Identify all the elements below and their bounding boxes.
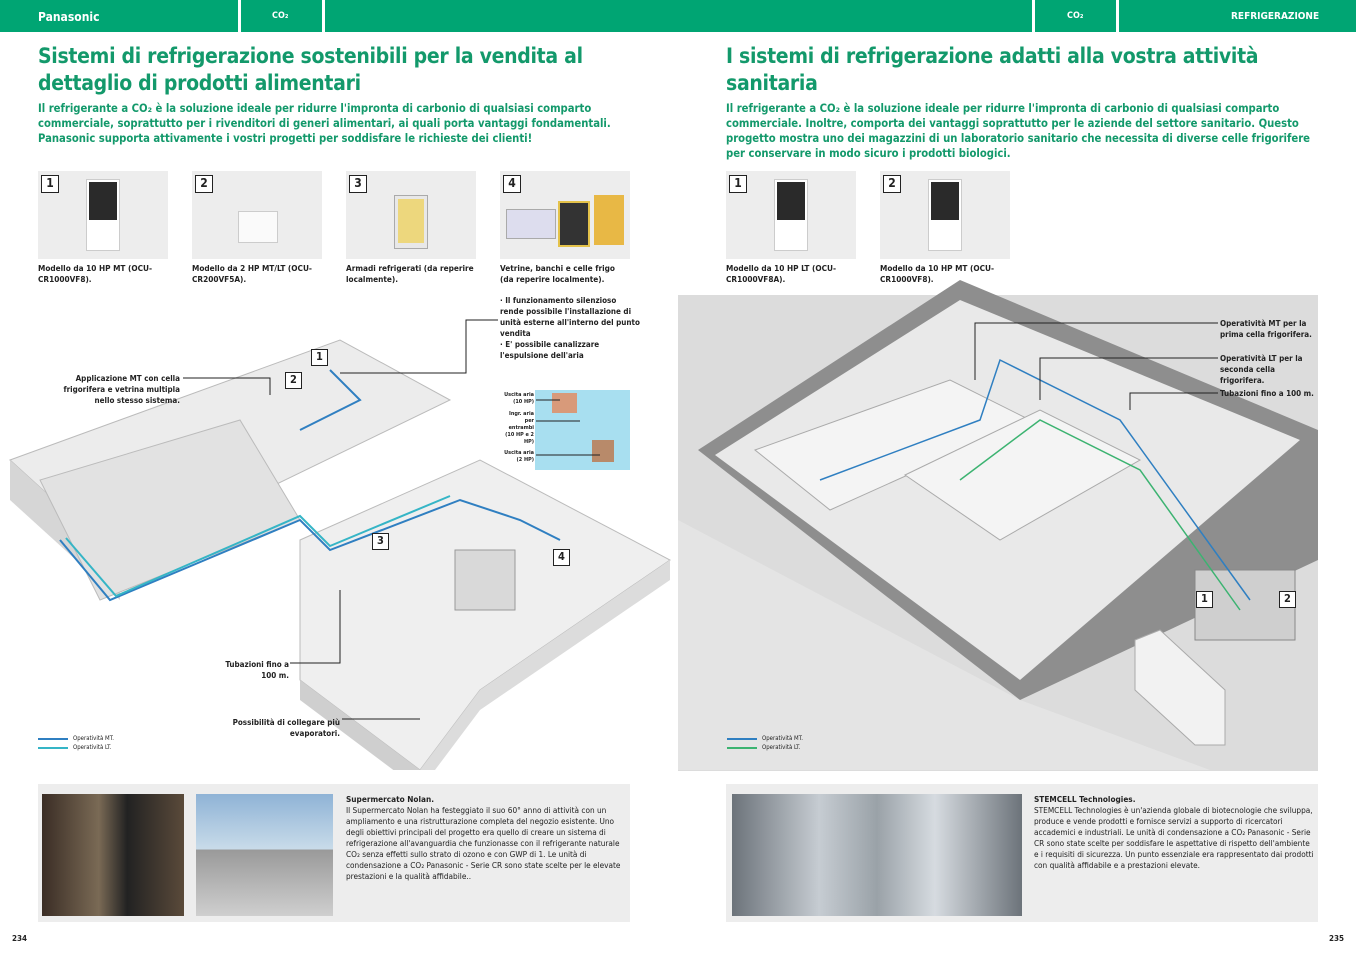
- legend-item-mt: Operatività MT.: [38, 734, 114, 743]
- product-card: 4: [500, 171, 630, 259]
- unit-box: [592, 440, 614, 462]
- co2-tag-left: CO₂: [272, 11, 289, 21]
- air-out-2hp-label: Uscita aria (2 HP): [504, 450, 534, 463]
- piping-note: Tubazioni fino a 100 m.: [1220, 389, 1314, 398]
- outdoor-unit-image: [774, 179, 808, 251]
- diagram-marker: 3: [372, 533, 389, 550]
- left-page-title: Sistemi di refrigerazione sostenibili pe…: [38, 44, 583, 95]
- header-divider: [1116, 0, 1119, 32]
- page-number: 235: [1329, 934, 1345, 943]
- header-bar: Panasonic CO₂ CO₂ REFRIGERAZIONE: [0, 0, 1356, 32]
- cold-room-lt: [904, 409, 1142, 541]
- cabinet-image: [394, 195, 428, 249]
- product-number: 1: [41, 175, 59, 193]
- diagram-marker: 1: [311, 349, 328, 366]
- outdoor-unit-photo: [196, 794, 333, 916]
- laboratory-diagram: [678, 280, 1318, 771]
- mt-operation-note: Operatività MT per la prima cella frigor…: [1220, 319, 1312, 339]
- mt-pipe: [299, 369, 362, 431]
- outdoor-unit-image: [928, 179, 962, 251]
- case-text: STEMCELL Technologies è un'azienda globa…: [1034, 805, 1314, 870]
- diagram-marker: 1: [1196, 591, 1213, 608]
- fridge-image: [558, 201, 590, 247]
- silent-operation-note: · Il funzionamento silenzioso rende poss…: [500, 296, 640, 360]
- case-study-box: Supermercato Nolan. Il Supermercato Nola…: [38, 784, 630, 922]
- legend: Operatività MT. Operatività LT.: [727, 734, 803, 752]
- section-title: REFRIGERAZIONE: [1231, 11, 1320, 22]
- unit-box: [552, 393, 577, 413]
- leader-lines: [183, 319, 600, 720]
- air-in-label: Ingr. aria per entrambi (10 HP e 2 HP): [505, 411, 534, 445]
- outdoor-unit-image: [86, 179, 120, 251]
- showcase-image: [506, 209, 556, 239]
- shelf-image: [594, 195, 624, 245]
- legend-item-lt: Operatività LT.: [38, 743, 114, 752]
- case-title: Supermercato Nolan.: [346, 794, 435, 804]
- legend-label: Operatività MT.: [73, 735, 114, 742]
- lt-pipe: [959, 419, 1241, 611]
- van: [1134, 629, 1226, 746]
- product-card: 2: [880, 171, 1010, 259]
- legend-label: Operatività LT.: [73, 744, 112, 751]
- product-card: 3: [346, 171, 476, 259]
- product-caption: Modello da 10 HP LT (OCU-CR1000VF8A).: [726, 263, 837, 284]
- left-lead-text: Il refrigerante a CO₂ è la soluzione ide…: [38, 102, 611, 145]
- air-flow-panel: [535, 390, 630, 470]
- air-out-10hp-label: Uscita aria (10 HP): [504, 392, 534, 405]
- product-caption: Modello da 2 HP MT/LT (OCU-CR200VF5A).: [192, 263, 312, 284]
- page-number: 234: [12, 934, 28, 943]
- supermarket-diagram: [9, 319, 671, 770]
- right-lead-text: Il refrigerante a CO₂ è la soluzione ide…: [726, 102, 1311, 160]
- front-ground: [678, 520, 1210, 770]
- product-number: 2: [195, 175, 213, 193]
- product-card: 1: [726, 171, 856, 259]
- store-wall: [420, 560, 670, 770]
- mt-pipe: [59, 498, 561, 602]
- diagram-marker: 2: [1279, 591, 1296, 608]
- product-card: 2: [192, 171, 322, 259]
- diagram-marker: 4: [553, 549, 570, 566]
- mt-pipe: [819, 358, 1251, 601]
- case-text: Il Supermercato Nolan ha festeggiato il …: [346, 805, 621, 881]
- case-title: STEMCELL Technologies.: [1034, 794, 1136, 804]
- fridge-photo: [42, 794, 184, 916]
- store-wall: [300, 680, 420, 770]
- co2-tag-right: CO₂: [1067, 11, 1084, 21]
- product-card: 1: [38, 171, 168, 259]
- product-number: 1: [729, 175, 747, 193]
- evaporators-note: Possibilità di collegare più evaporatori…: [232, 718, 340, 738]
- legend: Operatività MT. Operatività LT.: [38, 734, 114, 752]
- case-study-box: STEMCELL Technologies. STEMCELL Technolo…: [726, 784, 1318, 922]
- piping-note: Tubazioni fino a 100 m.: [225, 660, 289, 680]
- mt-application-note: Applicazione MT con cella frigorifera e …: [63, 374, 180, 405]
- product-number: 4: [503, 175, 521, 193]
- small-unit-image: [238, 211, 278, 243]
- right-page-title: I sistemi di refrigerazione adatti alla …: [726, 44, 1259, 95]
- product-caption: Vetrine, banchi e celle frigo (da reperi…: [500, 263, 615, 284]
- header-divider: [322, 0, 325, 32]
- lt-pipe: [65, 495, 451, 598]
- product-caption: Modello da 10 HP MT (OCU-CR1000VF8).: [880, 263, 995, 284]
- legend-item-lt: Operatività LT.: [727, 743, 803, 752]
- brand-logo: Panasonic: [38, 10, 100, 24]
- cold-room: [454, 549, 516, 611]
- diagram-marker: 2: [285, 372, 302, 389]
- lt-operation-note: Operatività LT per la seconda cella frig…: [1220, 354, 1303, 385]
- product-number: 2: [883, 175, 901, 193]
- product-caption: Armadi refrigerati (da reperire localmen…: [346, 263, 474, 284]
- header-divider: [238, 0, 241, 32]
- product-number: 3: [349, 175, 367, 193]
- leader-lines: [974, 322, 1218, 410]
- legend-label: Operatività MT.: [762, 735, 803, 742]
- product-caption: Modello da 10 HP MT (OCU-CR1000VF8).: [38, 263, 153, 284]
- legend-item-mt: Operatività MT.: [727, 734, 803, 743]
- legend-label: Operatività LT.: [762, 744, 801, 751]
- units-photo: [732, 794, 1022, 916]
- header-divider: [1032, 0, 1035, 32]
